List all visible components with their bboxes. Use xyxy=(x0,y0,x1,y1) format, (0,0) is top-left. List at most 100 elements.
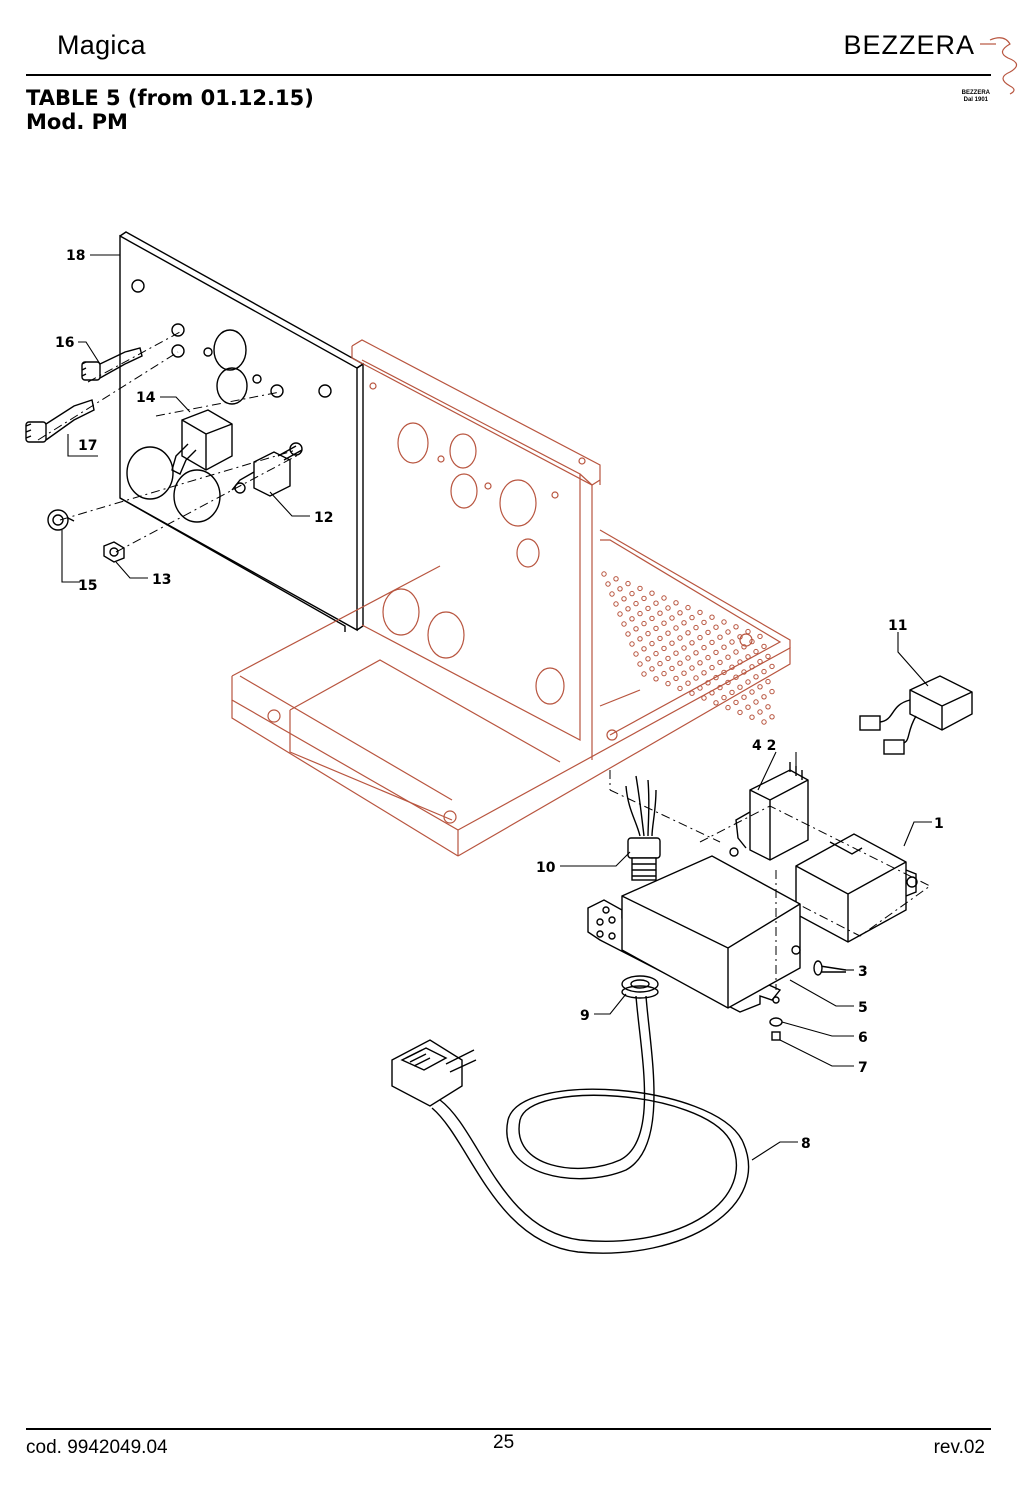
perforation-hole xyxy=(737,634,743,640)
perforation-hole xyxy=(693,624,699,631)
perforation-hole xyxy=(721,644,727,650)
perforation-hole xyxy=(657,660,663,667)
perforation-hole xyxy=(673,625,679,631)
perforation-hole xyxy=(669,615,675,621)
perforation-hole xyxy=(625,580,631,587)
perforation-hole xyxy=(701,619,707,626)
perforation-hole xyxy=(645,656,651,662)
perforation-hole xyxy=(665,680,671,687)
perforation-hole xyxy=(761,694,767,700)
perforation-hole xyxy=(717,684,723,691)
perforation-hole xyxy=(637,661,643,667)
power-cord-8 xyxy=(391,995,750,1254)
document-code: cod. 9942049.04 xyxy=(26,1437,168,1458)
perforation-hole xyxy=(753,674,759,680)
callout-5: 5 xyxy=(858,1000,868,1016)
perforation-hole xyxy=(617,611,623,617)
transformer-1 xyxy=(795,833,918,943)
perforation-hole xyxy=(661,645,667,652)
perforation-hole xyxy=(721,669,727,676)
perforation-hole xyxy=(733,699,739,706)
perforation-hole xyxy=(713,624,719,630)
perforation-hole xyxy=(645,630,651,637)
callout-4-2: 4 2 xyxy=(752,738,776,754)
perforation-hole xyxy=(733,674,739,680)
perforation-hole xyxy=(713,674,719,681)
screw-3 xyxy=(813,960,847,976)
perforation-hole xyxy=(661,595,667,601)
perforation-hole xyxy=(621,596,627,602)
electrical-box-5 xyxy=(587,855,801,1013)
perforation-hole xyxy=(637,636,643,642)
perforation-hole xyxy=(721,619,727,625)
perforation-hole xyxy=(729,689,735,696)
perforation-hole xyxy=(669,665,675,672)
perforation-hole xyxy=(757,684,763,690)
perforation-hole xyxy=(765,704,771,710)
perforation-hole xyxy=(749,664,755,670)
perforation-hole xyxy=(733,649,739,655)
perforation-hole xyxy=(741,644,747,650)
bushing-9 xyxy=(621,975,659,999)
perforation-hole xyxy=(665,605,671,611)
perforation-hole xyxy=(765,678,771,685)
perforation-hole xyxy=(665,630,671,636)
perforation-hole xyxy=(685,655,691,661)
table-subtitle: Mod. PM xyxy=(26,110,128,134)
perforation-hole xyxy=(677,635,683,641)
perforation-hole xyxy=(689,614,695,621)
perforation-hole xyxy=(701,670,707,676)
perforation-hole xyxy=(761,668,767,675)
model-name: Magica xyxy=(57,30,146,60)
perforation-hole xyxy=(693,650,699,656)
perforation-hole xyxy=(705,680,711,686)
perforation-hole xyxy=(733,624,739,630)
perforation-hole xyxy=(677,610,683,616)
header-rule xyxy=(26,74,991,76)
callout-16: 16 xyxy=(55,335,74,351)
table-title: TABLE 5 (from 01.12.15) xyxy=(26,86,314,110)
perforation-hole xyxy=(613,576,619,582)
perforation-hole xyxy=(677,685,683,692)
brand-logo-text: BEZZERA xyxy=(961,90,990,96)
callout-15: 15 xyxy=(78,578,97,594)
perforation-hole xyxy=(653,600,659,606)
perforation-hole xyxy=(761,643,767,650)
washer-6 xyxy=(769,1017,783,1027)
perforation-hole xyxy=(709,664,715,671)
perforation-hole xyxy=(757,709,763,715)
perforation-hole xyxy=(749,714,755,720)
callout-6: 6 xyxy=(858,1030,868,1046)
perforation-hole xyxy=(745,704,751,710)
callout-10: 10 xyxy=(536,860,556,876)
perforation-hole xyxy=(681,645,687,651)
filter-11 xyxy=(859,675,973,755)
perforation-hole xyxy=(629,641,635,647)
perforation-hole xyxy=(641,595,647,602)
perforation-hole xyxy=(737,659,743,665)
perforation-hole xyxy=(745,628,751,635)
perforation-hole xyxy=(741,669,747,675)
perforation-hole xyxy=(669,640,675,646)
perforation-hole xyxy=(769,663,775,670)
callout-7: 7 xyxy=(858,1060,868,1076)
perforation-hole xyxy=(649,590,655,596)
chassis-frame xyxy=(231,339,791,857)
callout-11: 11 xyxy=(888,618,907,634)
perforation-hole xyxy=(717,659,723,666)
perforation-hole xyxy=(637,610,643,617)
toggle-switch-14 xyxy=(171,409,233,475)
perforation-hole xyxy=(737,709,743,716)
callout-9: 9 xyxy=(580,1008,590,1024)
drip-tray-perforations xyxy=(601,571,775,725)
perforation-hole xyxy=(725,679,731,686)
callout-3: 3 xyxy=(858,964,868,980)
perforation-hole xyxy=(713,649,719,656)
perforation-hole xyxy=(673,675,679,682)
perforation-hole xyxy=(629,616,635,622)
perforation-hole xyxy=(657,635,663,642)
perforation-hole xyxy=(769,714,775,720)
perforation-hole xyxy=(745,679,751,685)
perforation-hole xyxy=(729,639,735,645)
callout-18: 18 xyxy=(66,248,85,264)
